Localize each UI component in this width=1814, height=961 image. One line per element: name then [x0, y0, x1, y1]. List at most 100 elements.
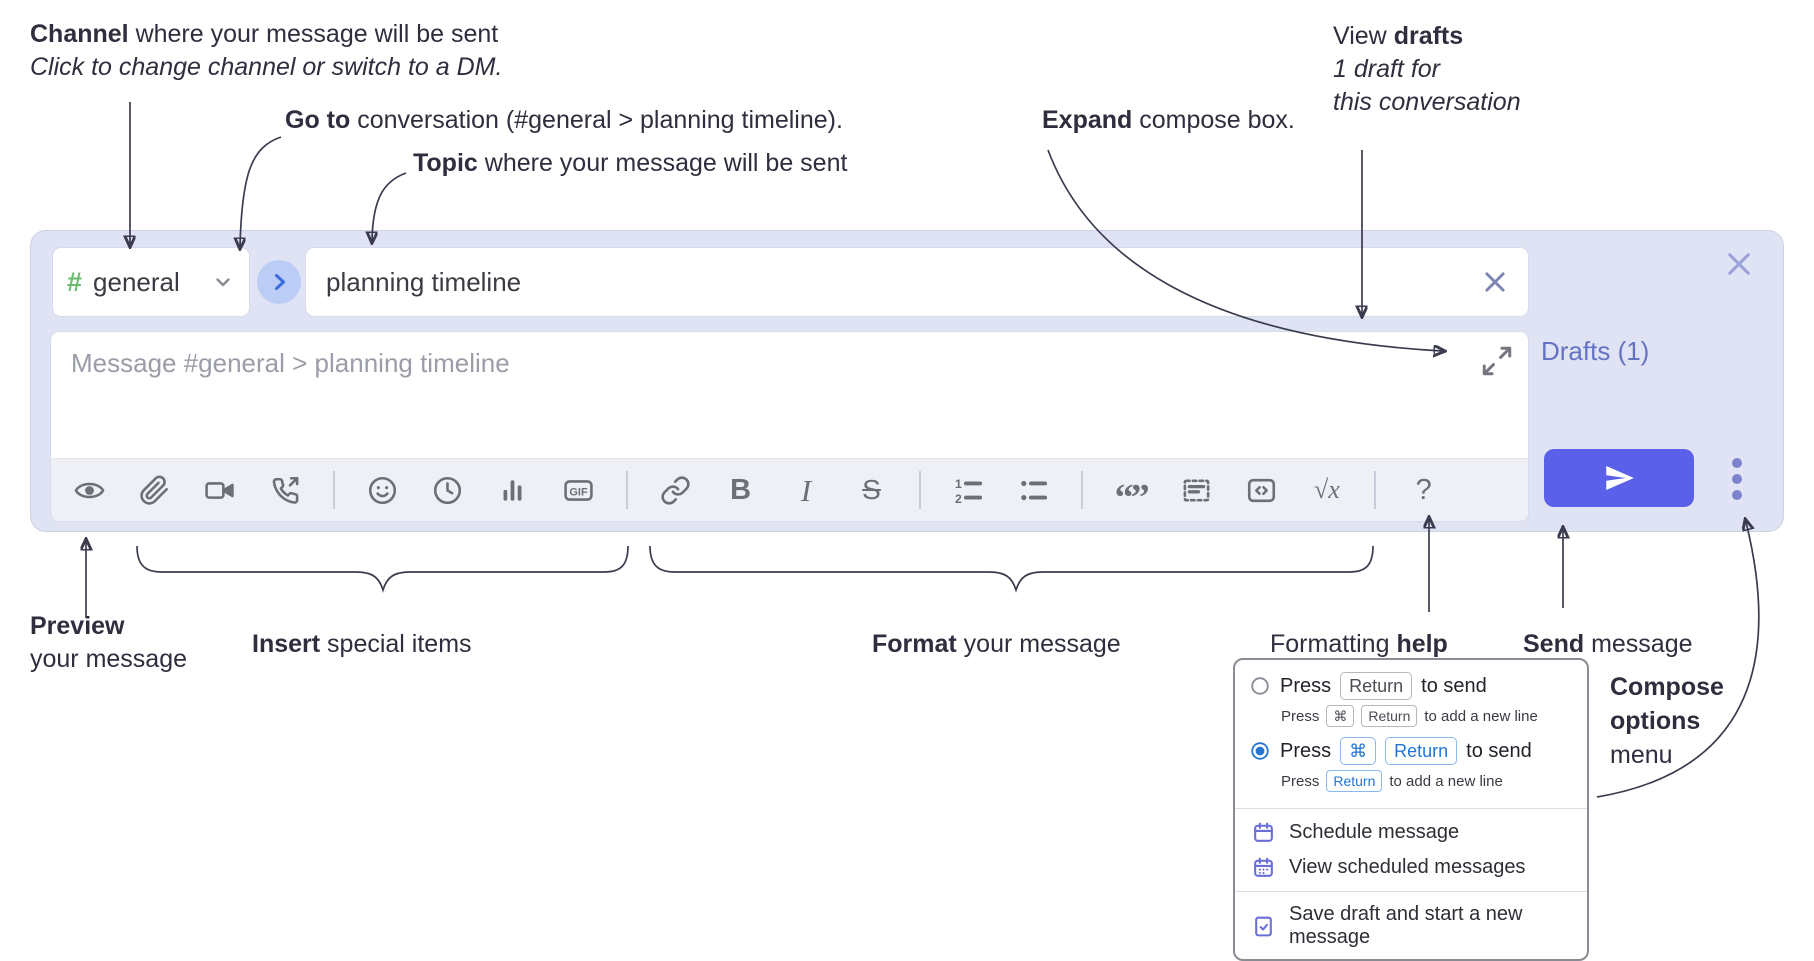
clear-topic-icon[interactable] — [1480, 267, 1510, 297]
attach-file-button[interactable] — [136, 470, 172, 510]
kbd-return: Return — [1340, 672, 1413, 700]
calendar-dots-icon — [1254, 857, 1273, 877]
quote-button[interactable]: “” — [1113, 470, 1150, 519]
go-to-conversation-button[interactable] — [257, 260, 301, 304]
toolbar-divider — [1081, 471, 1084, 509]
send-plane-icon — [1606, 465, 1634, 491]
annotation-preview: Preview your message — [30, 612, 188, 673]
gif-button[interactable]: GIF — [560, 470, 596, 510]
link-button[interactable] — [657, 470, 693, 510]
bold-icon: B — [730, 473, 752, 506]
preview-button[interactable] — [71, 470, 107, 510]
message-formatting-help-button[interactable]: ? — [1406, 470, 1442, 510]
numbered-list-icon: 1 2 — [955, 476, 982, 505]
numbered-list-button[interactable]: 1 2 — [950, 470, 986, 510]
code-button[interactable] — [1243, 470, 1279, 510]
toolbar-divider — [332, 471, 335, 509]
document-check-icon — [1255, 916, 1272, 936]
kbd-return: Return — [1361, 705, 1418, 727]
annotation-view-drafts: View drafts 1 draft for this conversatio… — [1333, 22, 1521, 116]
annotation-compose-options: Compose options menu — [1610, 673, 1724, 769]
annotation-channel: Channel where your message will be sent … — [30, 18, 502, 84]
spoiler-button[interactable] — [1178, 470, 1214, 510]
toolbar-divider — [918, 471, 921, 509]
svg-text:2: 2 — [955, 491, 962, 505]
emoji-button[interactable] — [364, 470, 400, 510]
chevron-down-icon — [216, 278, 230, 287]
strikethrough-button[interactable]: S — [853, 470, 889, 510]
svg-text:GIF: GIF — [569, 486, 588, 498]
strikethrough-icon: S — [862, 474, 881, 505]
message-input[interactable] — [51, 332, 1528, 450]
kbd-cmd: ⌘ — [1340, 737, 1377, 765]
popup-divider — [1235, 808, 1587, 809]
code-icon — [1247, 478, 1275, 502]
menu-item-view-scheduled-messages[interactable]: View scheduled messages — [1235, 850, 1587, 885]
menu-item-schedule-message[interactable]: Schedule message — [1235, 815, 1587, 850]
gif-icon: GIF — [564, 479, 593, 501]
radio-unselected-icon — [1251, 677, 1269, 695]
radio-return-to-send[interactable]: Press Return to send — [1249, 672, 1573, 700]
compose-options-menu-button[interactable] — [1717, 451, 1757, 507]
ellipsis-dot — [1732, 474, 1742, 484]
global-time-button[interactable] — [430, 470, 466, 510]
bulleted-list-button[interactable] — [1016, 470, 1052, 510]
kbd-cmd: ⌘ — [1326, 705, 1355, 727]
brace-insert — [136, 545, 629, 593]
expand-compose-icon[interactable] — [1480, 344, 1514, 378]
ellipsis-dot — [1732, 458, 1742, 468]
radio-cmd-return-subtext: Press Return to add a new line — [1281, 770, 1573, 792]
video-call-button[interactable] — [202, 470, 238, 510]
radio-return-subtext: Press ⌘ Return to add a new line — [1281, 705, 1573, 727]
close-compose-icon[interactable] — [1723, 248, 1755, 280]
clock-icon — [433, 476, 462, 504]
paperclip-icon — [140, 475, 168, 505]
audio-call-button[interactable] — [267, 470, 303, 510]
ellipsis-dot — [1732, 490, 1742, 500]
math-icon: √x — [1313, 475, 1340, 504]
italic-button[interactable]: I — [788, 470, 824, 510]
topic-input[interactable] — [326, 266, 1480, 298]
channel-hash-icon: # — [67, 266, 83, 297]
toolbar-divider — [1374, 471, 1377, 509]
quote-icon: “” — [1114, 477, 1150, 519]
bar-chart-icon — [503, 479, 522, 501]
channel-name: general — [93, 266, 180, 297]
math-button[interactable]: √x — [1309, 470, 1345, 510]
brace-format — [649, 545, 1374, 593]
annotation-go-to: Go to conversation (#general > planning … — [285, 106, 843, 134]
link-icon — [661, 475, 690, 505]
question-mark-icon: ? — [1415, 473, 1432, 506]
annotation-channel-rest: where your message will be sent — [128, 20, 499, 48]
annotation-channel-sub: Click to change channel or switch to a D… — [30, 53, 503, 81]
annotation-send: Send message — [1523, 630, 1693, 658]
svg-text:1: 1 — [955, 476, 962, 490]
compose-toolbar: GIF B I S 1 2 — [51, 458, 1528, 521]
annotation-channel-bold: Channel — [30, 20, 129, 48]
menu-item-save-draft[interactable]: Save draft and start a new message — [1235, 898, 1587, 959]
message-area: GIF B I S 1 2 — [50, 331, 1529, 522]
smiley-icon — [368, 476, 396, 504]
bulleted-list-icon — [1021, 480, 1048, 500]
spoiler-icon — [1183, 479, 1209, 501]
bold-button[interactable]: B — [723, 470, 759, 510]
toolbar-divider — [625, 471, 628, 509]
kbd-return: Return — [1326, 770, 1383, 792]
popup-divider — [1235, 891, 1587, 892]
radio-cmd-return-to-send[interactable]: Press ⌘ Return to send — [1249, 737, 1573, 765]
poll-button[interactable] — [495, 470, 531, 510]
eye-icon — [74, 482, 104, 498]
annotation-topic: Topic where your message will be sent — [413, 149, 848, 177]
annotation-formatting-help: Formatting help — [1270, 630, 1448, 658]
annotation-format: Format your message — [872, 630, 1121, 658]
send-button[interactable] — [1544, 449, 1694, 507]
compose-options-popup: Press Return to send Press ⌘ Return to a… — [1233, 658, 1589, 961]
drafts-link[interactable]: Drafts (1) — [1541, 336, 1650, 366]
video-camera-icon — [205, 481, 235, 499]
phone-call-icon — [272, 476, 299, 504]
topic-input-wrap — [305, 247, 1529, 317]
kbd-return: Return — [1385, 737, 1458, 765]
chevron-right-icon — [275, 274, 285, 290]
channel-selector[interactable]: # general — [52, 247, 250, 317]
calendar-icon — [1254, 822, 1273, 842]
